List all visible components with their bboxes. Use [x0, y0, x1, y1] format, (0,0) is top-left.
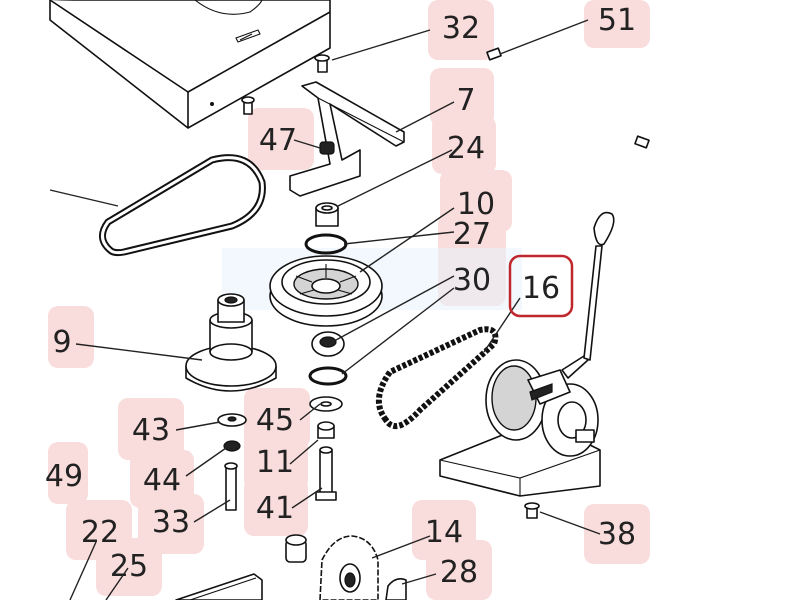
bracket-7	[289, 81, 405, 197]
bolt-33	[224, 462, 238, 511]
label-11: 11	[256, 445, 294, 480]
chain-16	[376, 326, 499, 430]
label-47: 47	[259, 123, 297, 158]
label-24: 24	[447, 131, 485, 166]
bolt-47-top	[241, 96, 255, 115]
label-45: 45	[256, 403, 294, 438]
top-housing	[49, 0, 331, 129]
bolt-38	[524, 502, 540, 519]
washer-43	[217, 413, 247, 427]
bolt-32	[314, 54, 330, 73]
sprocket-14	[319, 535, 379, 600]
washer-45	[308, 366, 348, 412]
nut-11	[317, 421, 335, 439]
highlight-box-16	[508, 254, 574, 318]
frame-bottom-left	[175, 573, 263, 600]
part-labels: 32 51 7 47 24 10 27 30 16 9 45 43 11 49 …	[45, 3, 636, 590]
clutch-9	[185, 293, 277, 392]
label-44: 44	[143, 463, 181, 498]
label-7: 7	[456, 83, 475, 118]
label-41: 41	[256, 491, 294, 526]
label-33: 33	[152, 505, 190, 540]
bolt-41	[315, 446, 337, 501]
label-badges	[48, 0, 650, 600]
leader-lines	[69, 19, 601, 600]
pin-51	[486, 47, 502, 61]
label-38: 38	[598, 517, 636, 552]
label-25: 25	[110, 549, 148, 584]
label-30: 30	[453, 263, 491, 298]
nut-44	[223, 440, 241, 452]
label-32: 32	[442, 11, 480, 46]
label-28: 28	[440, 555, 478, 590]
pulley-10	[269, 255, 383, 327]
label-27: 27	[453, 217, 491, 252]
spacer-24	[315, 202, 339, 227]
bearing-30	[311, 331, 345, 357]
label-16: 16	[522, 271, 560, 306]
pin-28	[385, 578, 407, 600]
label-49: 49	[45, 459, 83, 494]
screw-right	[634, 135, 650, 149]
label-22: 22	[81, 515, 119, 550]
label-51: 51	[598, 3, 636, 38]
gearbox	[439, 211, 615, 497]
bushing	[285, 534, 307, 563]
label-43: 43	[132, 413, 170, 448]
label-14: 14	[425, 515, 463, 550]
v-belt	[49, 154, 266, 257]
label-9: 9	[52, 325, 71, 360]
label-10: 10	[457, 187, 495, 222]
